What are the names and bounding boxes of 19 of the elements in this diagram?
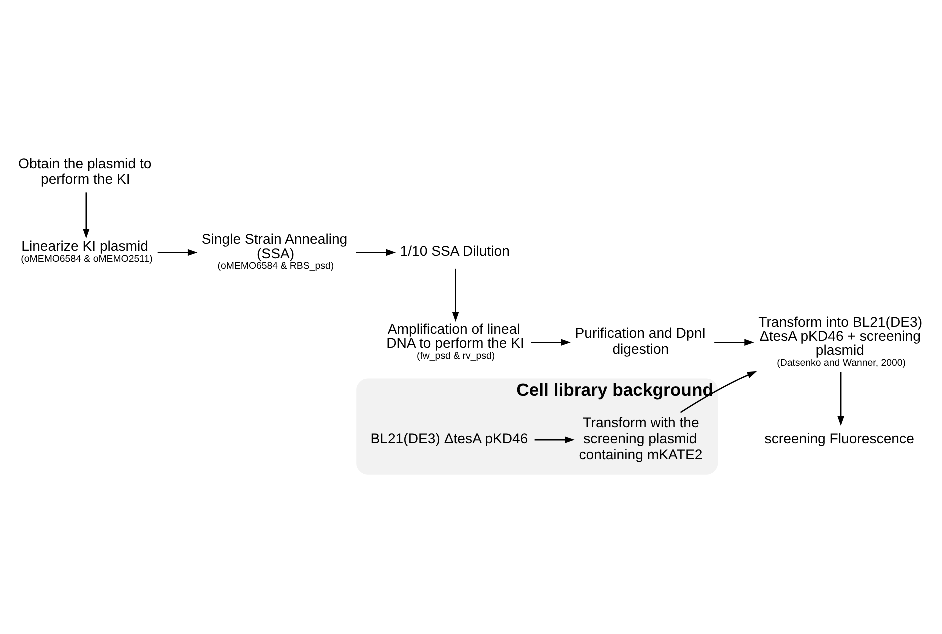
node-text: screening Fluorescence bbox=[764, 430, 914, 446]
node-text: Amplification of lineal DNA to perform the KI (fw_psd & rv_psd) bbox=[386, 320, 524, 362]
arrow bbox=[83, 192, 90, 238]
node-text: Transform into BL21(DE3) ΔtesA pKD46 + screening plasmid (Datsenko and Wanner, 2000) bbox=[758, 314, 923, 368]
node-text: Single Strain Annealing (SSA) (oMEMO6584 & RBS_psd) bbox=[202, 230, 348, 272]
arrow bbox=[356, 248, 396, 256]
node-text: BL21(DE3) ΔtesA pKD46 bbox=[370, 430, 528, 446]
arrow bbox=[534, 436, 575, 443]
arrow bbox=[158, 248, 198, 256]
node-text: Obtain the plasmid to perform the KI bbox=[18, 154, 152, 187]
arrow bbox=[531, 338, 571, 346]
node-text: Linearize KI plasmid (oMEMO6584 & oMEMO2511) bbox=[21, 238, 153, 264]
arrow bbox=[838, 372, 844, 426]
arrow bbox=[452, 268, 460, 322]
node-text: Transform with the screening plasmid containing mKATE2 bbox=[579, 414, 703, 462]
arrow bbox=[714, 338, 754, 346]
node-text: 1/10 SSA Dilution bbox=[400, 242, 510, 259]
node-text: Purification and DpnI digestion bbox=[575, 324, 706, 356]
arrow bbox=[680, 370, 758, 413]
